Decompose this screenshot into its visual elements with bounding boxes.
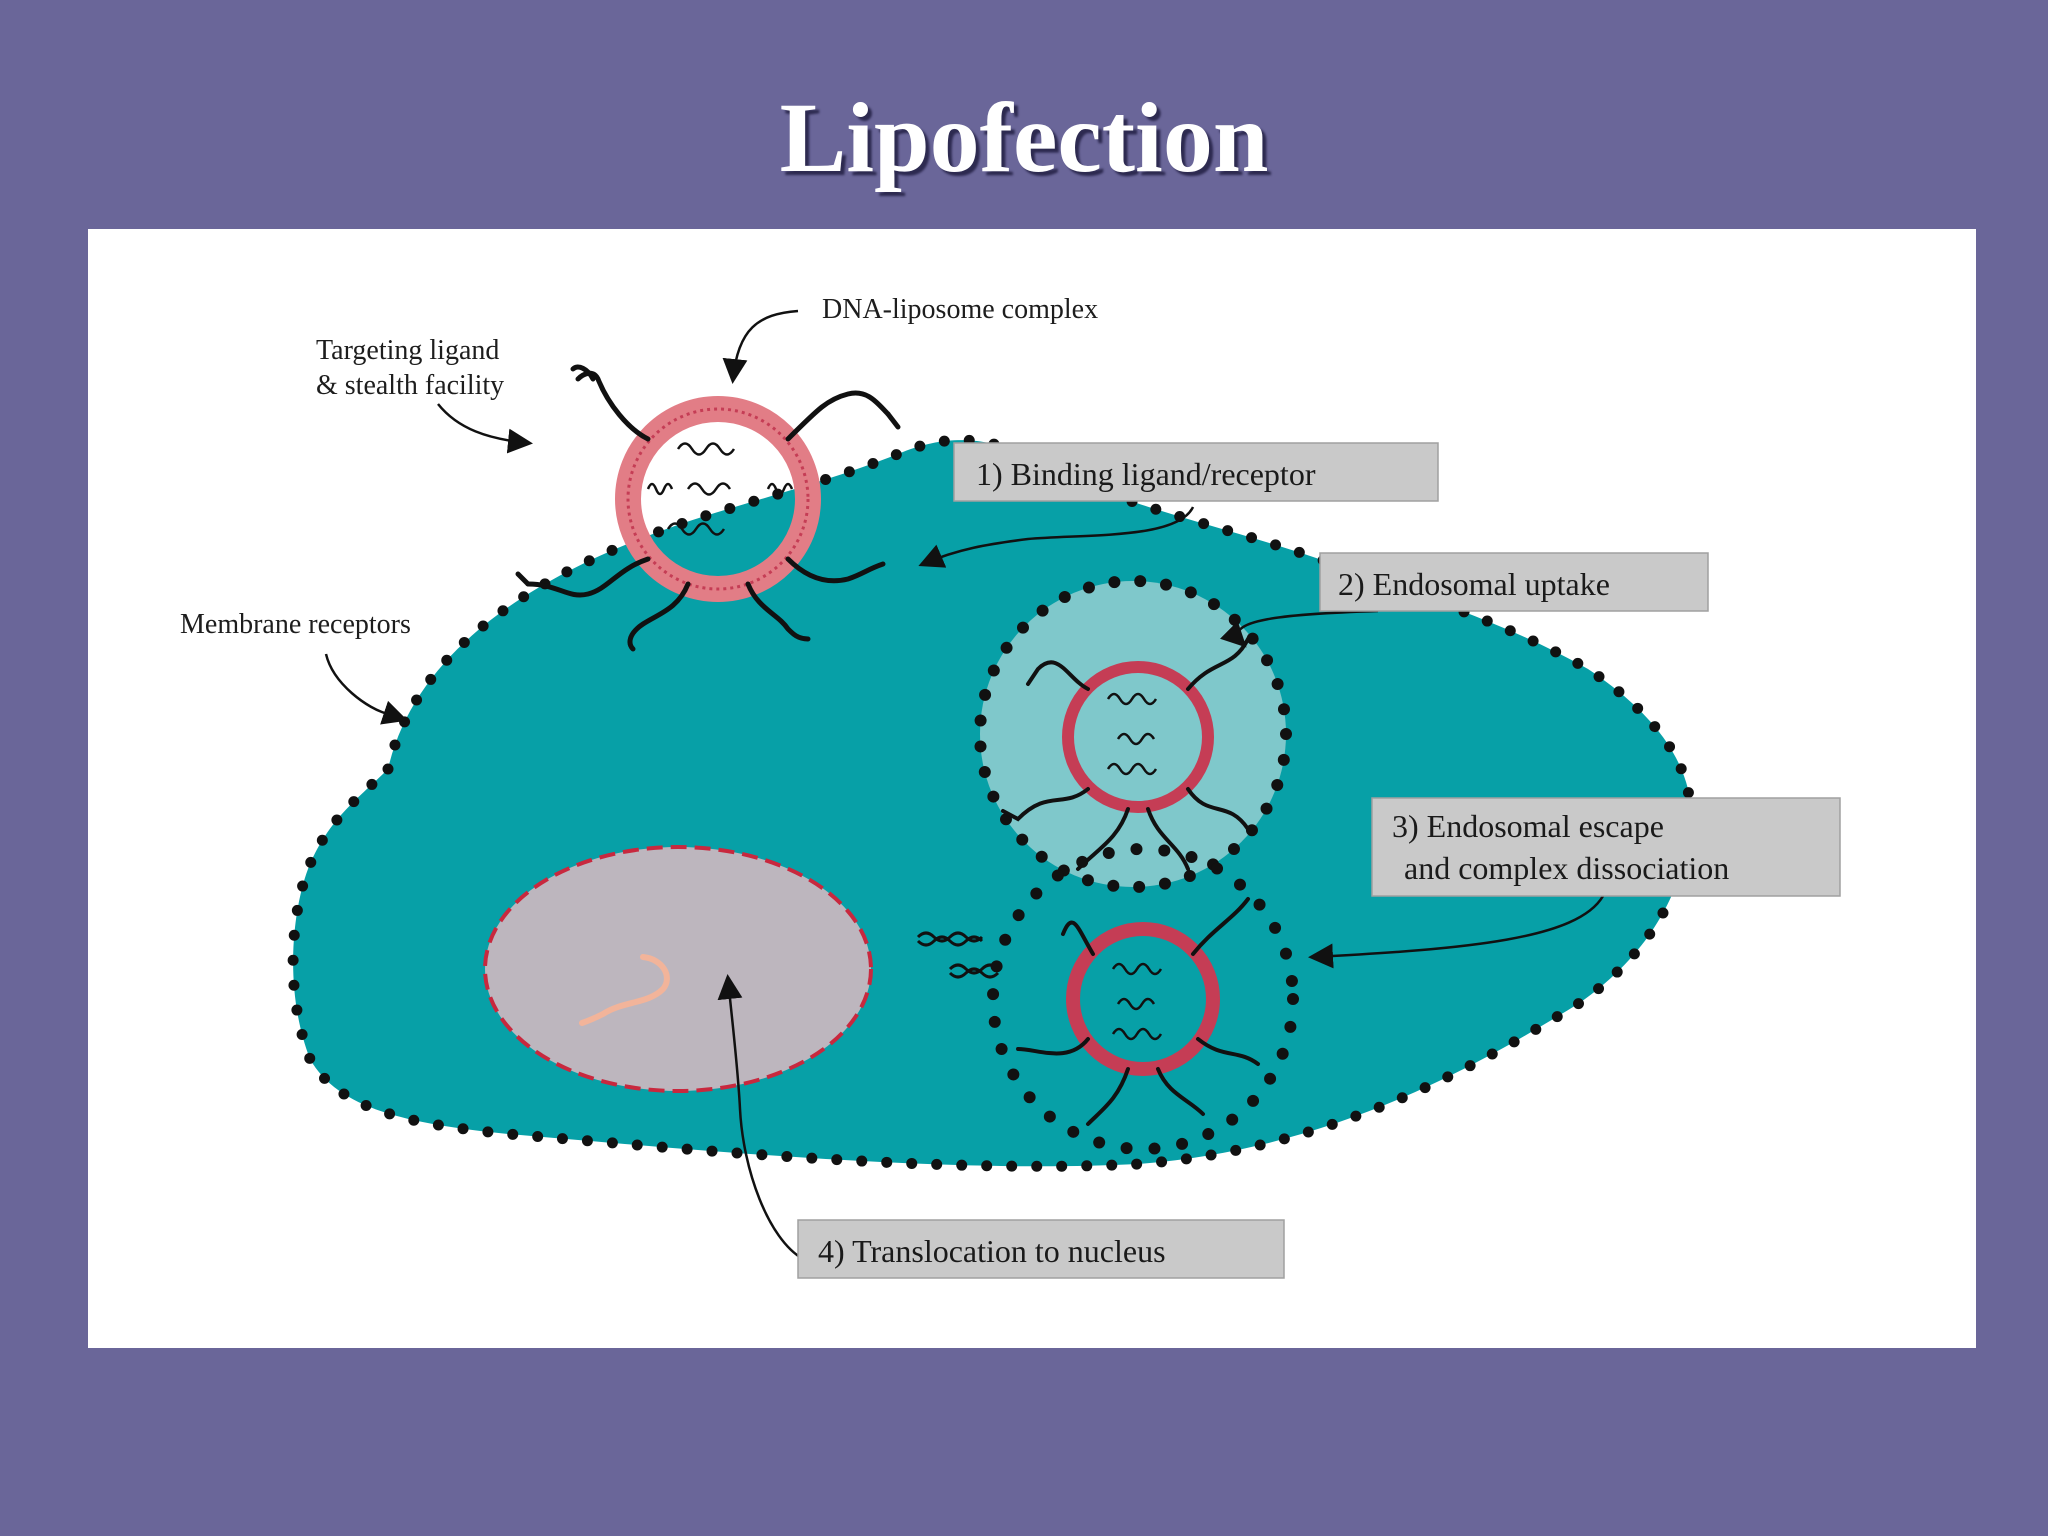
step-2-text: 2) Endosomal uptake: [1338, 566, 1610, 602]
label-membrane-receptors: Membrane receptors: [180, 609, 411, 640]
label-targeting-ligand-line1: Targeting ligand: [316, 335, 499, 366]
dna-fragment-in-nucleus: [579, 954, 670, 1026]
arrow-dna-liposome-complex: [722, 309, 799, 384]
label-dna-liposome-complex: DNA-liposome complex: [822, 294, 1098, 325]
arrow-step-2: [1220, 609, 1379, 648]
endosome-uptake: [974, 575, 1292, 893]
arrow-membrane-receptors: [324, 653, 408, 725]
step-box-1: 1) Binding ligand/receptor: [953, 442, 1439, 502]
lipofection-diagram: DNA-liposome complex Targeting ligand & …: [180, 294, 1841, 1279]
arrow-step-4: [717, 974, 804, 1261]
diagram-panel: DNA-liposome complex Targeting ligand & …: [88, 229, 1976, 1348]
free-dna-fragments: [916, 931, 1000, 979]
step-1-text: 1) Binding ligand/receptor: [976, 456, 1316, 492]
slide-title: Lipofection: [779, 82, 1269, 193]
nucleus: [483, 845, 873, 1093]
step-box-2: 2) Endosomal uptake: [1319, 552, 1709, 612]
arrow-step-1: [918, 506, 1195, 568]
dna-liposome-complex: [515, 364, 901, 652]
arrow-targeting-ligand: [437, 403, 533, 454]
annotation-arrows: [324, 309, 1605, 1261]
step-3-text-line1: 3) Endosomal escape: [1392, 808, 1664, 844]
step-box-4: 4) Translocation to nucleus: [797, 1219, 1285, 1279]
label-targeting-ligand-line2: & stealth facility: [316, 370, 504, 401]
step-3-text-line2: and complex dissociation: [1404, 850, 1729, 886]
step-4-text: 4) Translocation to nucleus: [818, 1233, 1166, 1269]
arrow-step-3: [1308, 895, 1605, 969]
endosome-escape: [987, 843, 1299, 1155]
step-box-3: 3) Endosomal escape and complex dissocia…: [1371, 797, 1841, 897]
